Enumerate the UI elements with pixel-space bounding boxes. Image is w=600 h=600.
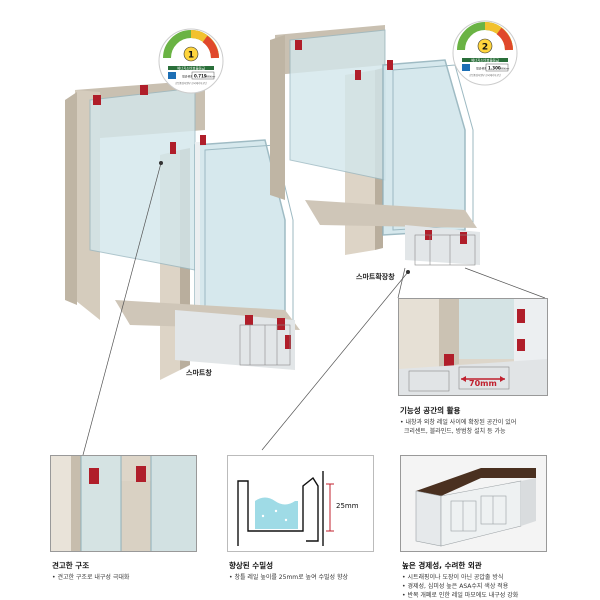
badge-footer: 산업통상자원부 한국에너지공단 <box>469 73 501 77</box>
feature-desc-economy: • 시트래핑이나 도장이 아닌 공압출 방식 • 경제성, 심미성 높은 ASA… <box>402 573 518 600</box>
feature-title-watertight: 향상된 수밀성 <box>229 561 274 570</box>
feature-title-sturdy: 견고한 구조 <box>52 561 90 570</box>
product-label-smart-extended-window: 스마트확장창 <box>356 273 395 281</box>
badge-title: 에너지소비효율등급 <box>177 65 205 70</box>
watertight-diagram: 25mm <box>227 455 374 552</box>
feature-desc-line: • 반복 개폐로 인한 레일 마모에도 내구성 강화 <box>402 592 519 599</box>
badge-cert-label: 열관류율 <box>182 74 193 79</box>
sturdy-structure-photo <box>50 455 197 552</box>
smart-window-illustration <box>65 80 300 380</box>
badge-grade-text: 1 <box>188 51 194 61</box>
badge-cert-label: 열관류율 <box>476 66 487 71</box>
badge-unit: kWh/m² <box>500 68 509 71</box>
feature-desc-line: • 경제성, 심미성 높은 ASA수지 색상 적용 <box>402 583 509 590</box>
feature-desc-line: • 시트래핑이나 도장이 아닌 공압출 방식 <box>402 574 504 581</box>
callout-title: 기능성 공간의 활용 <box>400 406 461 415</box>
frame-sill <box>305 200 477 228</box>
callout-desc-line: • 내창과 외창 레일 사이에 확장된 공간이 있어 <box>400 419 517 426</box>
energy-badge-grade-2: 2 에너지소비효율등급 열관류율 1.300 kWh/m² 산업통상자원부 한국… <box>452 20 518 86</box>
smart-extended-window-illustration <box>270 25 480 266</box>
rail-height-dimension: 25mm <box>336 502 359 510</box>
rail-gap-dimension: 70mm <box>469 379 497 388</box>
rail-detail-photo: 70mm <box>398 298 548 396</box>
feature-desc-watertight: • 창틀 레일 높이를 25mm로 높여 수밀성 향상 <box>229 574 349 581</box>
badge-footer: 산업통상자원부 한국에너지공단 <box>175 81 207 85</box>
energy-badge-grade-1: 1 에너지소비효율등급 열관류율 0.719 kWh/m² 산업통상자원부 한국… <box>158 28 224 94</box>
callout-description: • 내창과 외창 레일 사이에 확장된 공간이 있어 크리센트, 블라인드, 방… <box>400 418 516 436</box>
badge-grade-text: 2 <box>482 43 488 53</box>
profile-cross-section-photo <box>400 455 547 552</box>
badge-unit: kWh/m² <box>206 76 215 79</box>
callout-desc-line: 크리센트, 블라인드, 방범창 설치 등 가능 <box>400 428 506 435</box>
badge-value: 0.719 <box>194 74 207 79</box>
feature-desc-sturdy: • 견고한 구조로 내구성 극대화 <box>52 574 130 581</box>
badge-title: 에너지소비효율등급 <box>471 57 499 62</box>
feature-title-economy: 높은 경제성, 수려한 외관 <box>402 561 482 570</box>
product-label-smart-window: 스마트창 <box>186 369 212 377</box>
badge-value: 1.300 <box>488 66 501 71</box>
